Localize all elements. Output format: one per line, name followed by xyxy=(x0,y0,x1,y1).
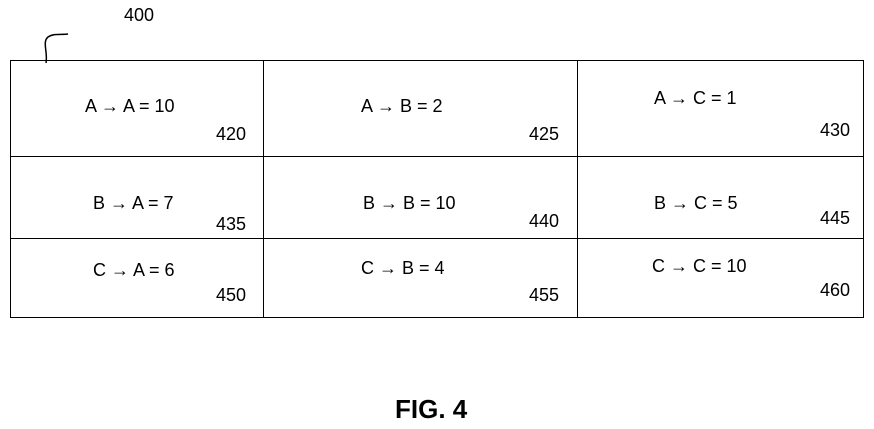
matrix-cell-c-c: C → C = 10 460 xyxy=(577,238,865,319)
cell-reference-number: 425 xyxy=(529,124,560,144)
cell-reference-number: 420 xyxy=(216,124,247,144)
column-divider xyxy=(263,61,264,317)
cell-transition-text: B → A = 7 xyxy=(93,193,174,213)
cell-reference-number: 435 xyxy=(216,214,247,234)
matrix-cell-b-c: B → C = 5 445 xyxy=(577,156,865,238)
figure-caption: FIG. 4 xyxy=(395,394,468,424)
cell-transition-text: B → C = 5 xyxy=(654,193,738,213)
matrix-cell-c-a: C → A = 6 450 xyxy=(11,238,263,319)
row-divider xyxy=(11,156,863,157)
cell-transition-text: B → B = 10 xyxy=(363,193,456,213)
cell-transition-text: A → C = 1 xyxy=(654,88,737,108)
matrix-cell-a-a: A → A = 10 420 xyxy=(11,61,263,156)
leader-line xyxy=(44,33,69,64)
matrix-cell-c-b: C → B = 4 455 xyxy=(263,238,577,319)
row-divider xyxy=(11,238,863,239)
matrix-cell-a-c: A → C = 1 430 xyxy=(577,61,865,156)
column-divider xyxy=(577,61,578,317)
cell-transition-text: A → A = 10 xyxy=(85,96,175,116)
cell-reference-number: 430 xyxy=(820,120,851,140)
matrix-cell-b-b: B → B = 10 440 xyxy=(263,156,577,238)
cell-reference-number: 445 xyxy=(820,208,851,228)
cell-transition-text: C → A = 6 xyxy=(93,260,175,280)
cell-transition-text: C → C = 10 xyxy=(652,256,747,276)
cell-reference-number: 440 xyxy=(529,211,560,231)
transition-matrix-table: A → A = 10 420 A → B = 2 425 A → C = 1 4… xyxy=(10,60,864,318)
cell-reference-number: 460 xyxy=(820,280,851,300)
matrix-cell-b-a: B → A = 7 435 xyxy=(11,156,263,238)
cell-reference-number: 450 xyxy=(216,285,247,305)
cell-reference-number: 455 xyxy=(529,285,560,305)
cell-transition-text: C → B = 4 xyxy=(361,258,445,278)
matrix-cell-a-b: A → B = 2 425 xyxy=(263,61,577,156)
figure-reference-number: 400 xyxy=(124,5,155,25)
cell-transition-text: A → B = 2 xyxy=(361,96,443,116)
